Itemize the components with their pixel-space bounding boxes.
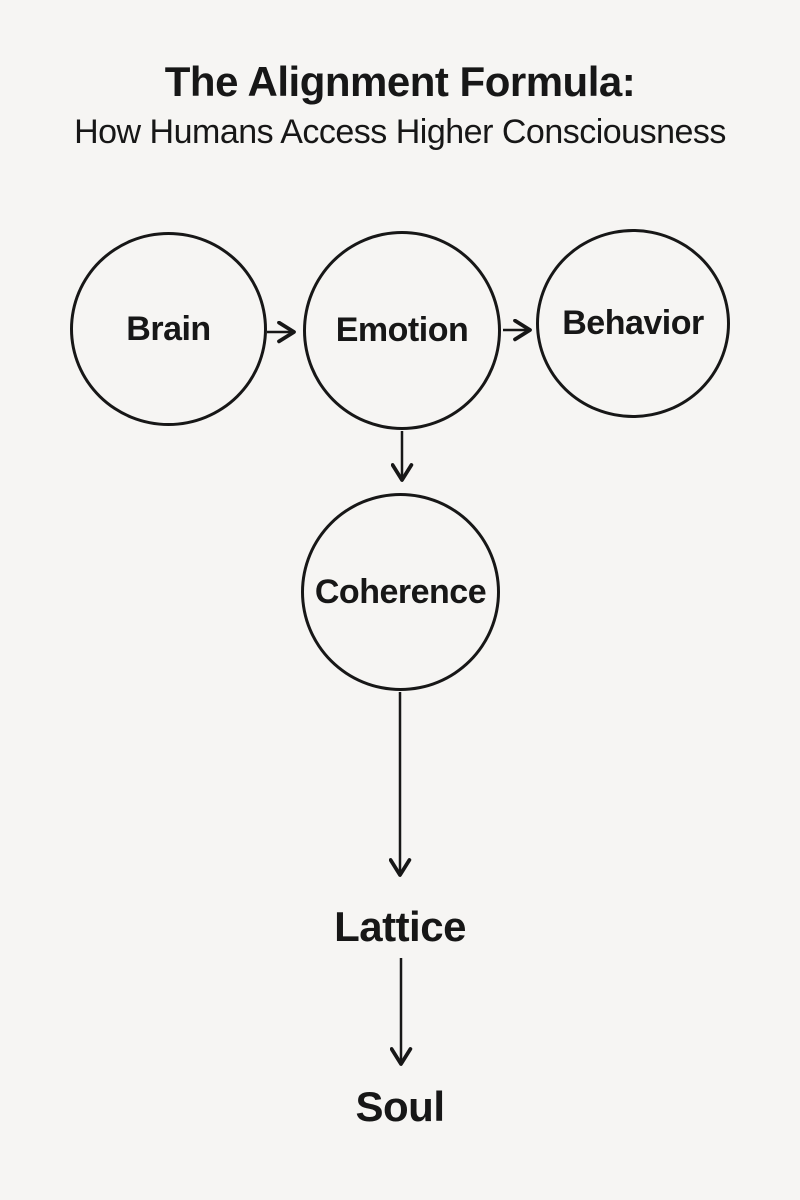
label-lattice: Lattice <box>334 903 466 950</box>
node-emotion-label: Emotion <box>335 311 469 349</box>
node-coherence-label: Coherence <box>314 572 487 611</box>
header: The Alignment Formula: How Humans Access… <box>0 58 800 153</box>
node-brain: Brain <box>70 232 267 426</box>
node-behavior: Behavior <box>536 229 730 418</box>
page-title: The Alignment Formula: <box>164 58 636 105</box>
node-brain-label: Brain <box>126 309 211 348</box>
page-subtitle: How Humans Access Higher Consciousness <box>74 113 726 152</box>
node-coherence: Coherence <box>301 493 500 691</box>
label-soul: Soul <box>355 1083 446 1130</box>
node-emotion: Emotion <box>303 231 501 430</box>
node-behavior-label: Behavior <box>562 304 704 342</box>
